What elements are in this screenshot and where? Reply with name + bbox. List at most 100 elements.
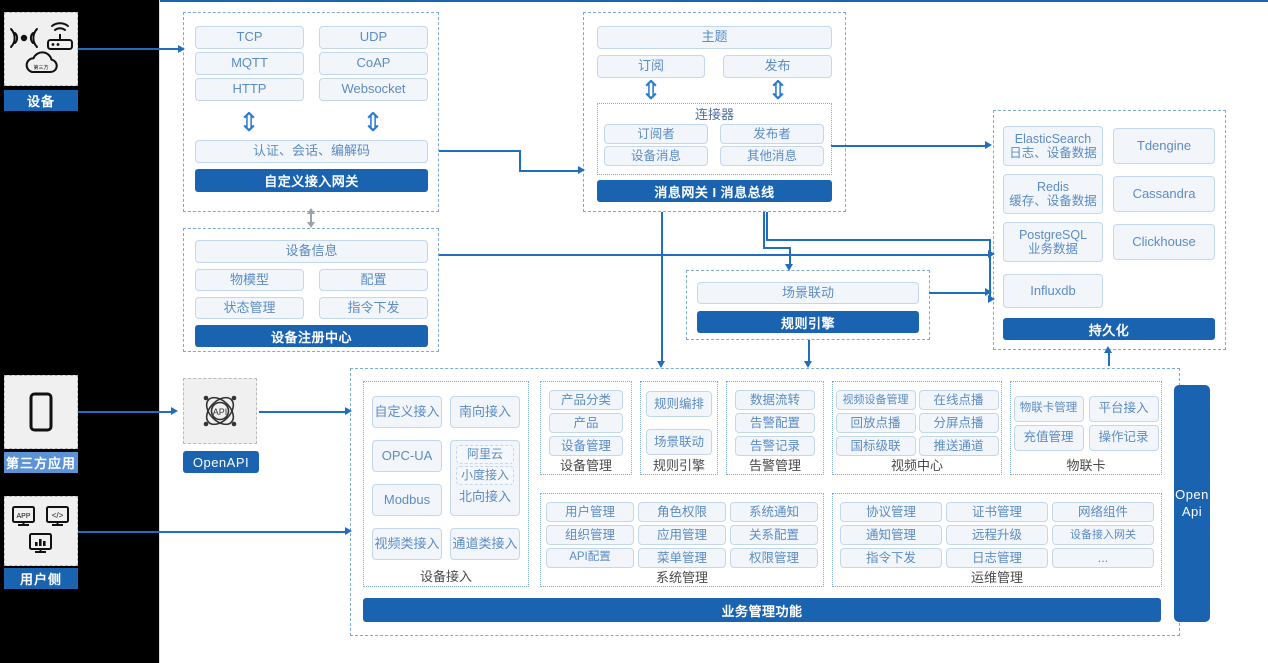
protocol-http[interactable]: HTTP <box>195 78 304 101</box>
db-influxdb[interactable]: Influxdb <box>1003 274 1103 308</box>
conn-msg-rule-h <box>763 247 790 249</box>
group-device-access <box>363 381 529 587</box>
access-aliyun[interactable]: 阿里云 <box>456 445 514 464</box>
db-tdengine[interactable]: Tdengine <box>1113 128 1215 164</box>
protocol-coap[interactable]: CoAP <box>319 52 428 75</box>
registry-command[interactable]: 指令下发 <box>319 297 428 319</box>
gateway-footer[interactable]: 自定义接入网关 <box>195 169 428 192</box>
item-平台接入[interactable]: 平台接入 <box>1088 395 1159 422</box>
protocol-websocket[interactable]: Websocket <box>319 78 428 101</box>
item-日志管理[interactable]: 日志管理 <box>946 548 1048 568</box>
access-channel[interactable]: 通道类接入 <box>450 528 520 560</box>
message-publish[interactable]: 发布 <box>723 55 832 78</box>
item-视频设备管理[interactable]: 视频设备管理 <box>835 390 916 410</box>
item-用户管理[interactable]: 用户管理 <box>546 502 634 522</box>
item-场景联动[interactable]: 场景联动 <box>646 429 712 455</box>
item-规则编排[interactable]: 规则编排 <box>646 391 712 417</box>
item-网络组件[interactable]: 网络组件 <box>1052 502 1154 522</box>
db-postgresql[interactable]: PostgreSQL 业务数据 <box>1003 222 1103 262</box>
registry-info[interactable]: 设备信息 <box>195 240 428 263</box>
protocol-mqtt[interactable]: MQTT <box>195 52 304 75</box>
conn-openapi-business <box>259 411 347 413</box>
message-subscribe[interactable]: 订阅 <box>597 55 705 78</box>
connector-other-message[interactable]: 其他消息 <box>720 146 824 166</box>
db-elasticsearch[interactable]: ElasticSearch 日志、设备数据 <box>1003 126 1103 166</box>
conn-msg-rule-v1 <box>763 212 765 248</box>
item-组织管理[interactable]: 组织管理 <box>546 525 634 545</box>
db-clickhouse[interactable]: Clickhouse <box>1113 224 1215 260</box>
group-title-device-access: 设备接入 <box>419 568 472 584</box>
item-推送通道[interactable]: 推送通道 <box>918 436 999 456</box>
connector-publisher[interactable]: 发布者 <box>720 124 824 144</box>
item-应用管理[interactable]: 应用管理 <box>638 525 726 545</box>
group-title-规则引擎: 规则引擎 <box>652 457 705 473</box>
item-协议管理[interactable]: 协议管理 <box>840 502 942 522</box>
item-关系配置[interactable]: 关系配置 <box>730 525 818 545</box>
registry-config[interactable]: 配置 <box>319 269 428 291</box>
item-操作记录[interactable]: 操作记录 <box>1088 424 1159 451</box>
item-产品分类[interactable]: 产品分类 <box>549 390 623 410</box>
device-icon-panel: 第三方 <box>4 12 78 86</box>
item-权限管理[interactable]: 权限管理 <box>730 548 818 568</box>
db-postgresql-sub: 业务数据 <box>1027 242 1078 256</box>
group-系统管理 <box>540 493 824 587</box>
item-菜单管理[interactable]: 菜单管理 <box>638 548 726 568</box>
conn-msg-business-arrow <box>657 361 665 368</box>
item-数据流转[interactable]: 数据流转 <box>735 390 815 410</box>
svg-text:第三方: 第三方 <box>33 64 48 71</box>
item-证书管理[interactable]: 证书管理 <box>946 502 1048 522</box>
db-cassandra[interactable]: Cassandra <box>1113 176 1215 212</box>
open-api-vertical-bar[interactable]: Open Api <box>1174 385 1210 622</box>
item-告警记录[interactable]: 告警记录 <box>735 436 815 456</box>
access-video[interactable]: 视频类接入 <box>372 528 442 560</box>
openapi-label: OpenAPI <box>183 451 259 473</box>
item-充值管理[interactable]: 充值管理 <box>1013 424 1084 451</box>
item-在线点播[interactable]: 在线点播 <box>918 390 999 410</box>
registry-footer[interactable]: 设备注册中心 <box>195 325 428 347</box>
business-footer[interactable]: 业务管理功能 <box>363 598 1161 622</box>
connector-subscriber[interactable]: 订阅者 <box>604 124 708 144</box>
protocol-udp[interactable]: UDP <box>319 26 428 49</box>
item-角色权限[interactable]: 角色权限 <box>638 502 726 522</box>
registry-state[interactable]: 状态管理 <box>195 297 304 319</box>
db-redis-name: Redis <box>1037 179 1069 194</box>
group-规则引擎 <box>640 381 718 475</box>
group-title-运维管理: 运维管理 <box>970 569 1023 585</box>
item-分屏点播[interactable]: 分屏点播 <box>918 413 999 433</box>
item-回放点播[interactable]: 回放点播 <box>835 413 916 433</box>
message-topic[interactable]: 主题 <box>597 26 832 49</box>
rule-scene[interactable]: 场景联动 <box>697 282 919 304</box>
open-api-line1: Open <box>1175 487 1209 503</box>
item-物联卡管理[interactable]: 物联卡管理 <box>1013 395 1084 422</box>
registry-thing-model[interactable]: 物模型 <box>195 269 304 291</box>
persistence-footer[interactable]: 持久化 <box>1003 318 1215 340</box>
conn-msg-rule-arrow <box>785 264 793 271</box>
conn-gw-registry-arrow-up <box>306 208 315 214</box>
access-custom[interactable]: 自定义接入 <box>372 396 442 428</box>
item-产品[interactable]: 产品 <box>549 413 623 433</box>
item-告警配置[interactable]: 告警配置 <box>735 413 815 433</box>
access-southbound[interactable]: 南向接入 <box>450 396 520 428</box>
message-footer[interactable]: 消息网关 I 消息总线 <box>597 180 832 202</box>
item-指令下发[interactable]: 指令下发 <box>840 548 942 568</box>
item-API配置[interactable]: API配置 <box>546 548 634 568</box>
gateway-middle[interactable]: 认证、会话、编解码 <box>195 140 428 163</box>
protocol-tcp[interactable]: TCP <box>195 26 304 49</box>
item-远程升级[interactable]: 远程升级 <box>946 525 1048 545</box>
rule-footer[interactable]: 规则引擎 <box>697 311 919 333</box>
item-设备接入网关[interactable]: 设备接入网关 <box>1052 525 1154 545</box>
access-xiaodu[interactable]: 小度接入 <box>456 466 514 485</box>
access-modbus[interactable]: Modbus <box>372 484 442 516</box>
item-国标级联[interactable]: 国标级联 <box>835 436 916 456</box>
connector-device-message[interactable]: 设备消息 <box>604 146 708 166</box>
access-opcua[interactable]: OPC-UA <box>372 440 442 472</box>
item-设备管理[interactable]: 设备管理 <box>549 436 623 456</box>
conn-gw-msg-h1 <box>439 150 520 152</box>
db-redis[interactable]: Redis 缓存、设备数据 <box>1003 174 1103 214</box>
registry-zone <box>183 228 439 352</box>
item-系统通知[interactable]: 系统通知 <box>730 502 818 522</box>
conn-business-persist-arrow <box>1104 346 1112 353</box>
item--[interactable]: ... <box>1052 548 1154 568</box>
item-通知管理[interactable]: 通知管理 <box>840 525 942 545</box>
group-title-物联卡: 物联卡 <box>1066 457 1106 473</box>
